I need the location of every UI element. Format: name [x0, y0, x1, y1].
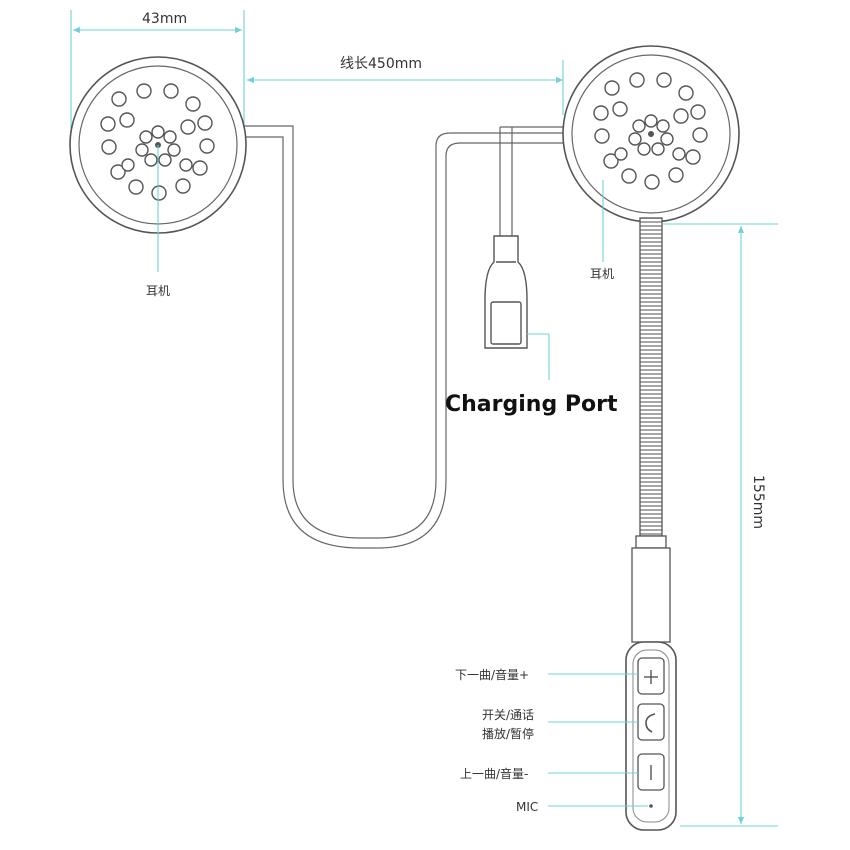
minus-button-label: 上一曲/音量-: [460, 766, 528, 781]
minus-button[interactable]: [637, 753, 665, 791]
call-button[interactable]: [637, 703, 665, 741]
call-button-label-line1: 开关/通话: [482, 708, 534, 722]
cable-length-label: 线长450mm: [340, 56, 422, 72]
plus-icon: [644, 670, 658, 684]
phone-icon: [645, 713, 656, 733]
charging-plug: [484, 235, 528, 349]
cable: [244, 125, 566, 549]
left-earphone-label: 耳机: [146, 284, 170, 298]
right-earphone-label: 耳机: [590, 267, 614, 281]
button-leaders: [548, 673, 648, 807]
charging-port-leader: [527, 333, 550, 380]
mic-length-label: 155mm: [750, 475, 766, 529]
width-dimension-label: 43mm: [142, 11, 187, 27]
cable-length-dimension: 线长450mm: [247, 56, 564, 115]
left-speaker-holes: [100, 83, 215, 201]
mic-label: MIC: [516, 800, 538, 814]
charging-port-label: Charging Port: [445, 392, 618, 417]
call-button-label-line2: 播放/暂停: [482, 726, 534, 741]
boom-connector: [631, 535, 671, 643]
mic-length-dimension: 155mm: [662, 223, 778, 827]
mic-dot-icon: [649, 804, 653, 808]
gooseneck-boom: [639, 217, 663, 537]
plus-button-label: 下一曲/音量+: [455, 667, 529, 682]
right-speaker-holes: [593, 72, 708, 190]
plus-button[interactable]: [637, 657, 665, 695]
right-earphone: [562, 45, 740, 223]
width-dimension: 43mm: [70, 10, 245, 145]
